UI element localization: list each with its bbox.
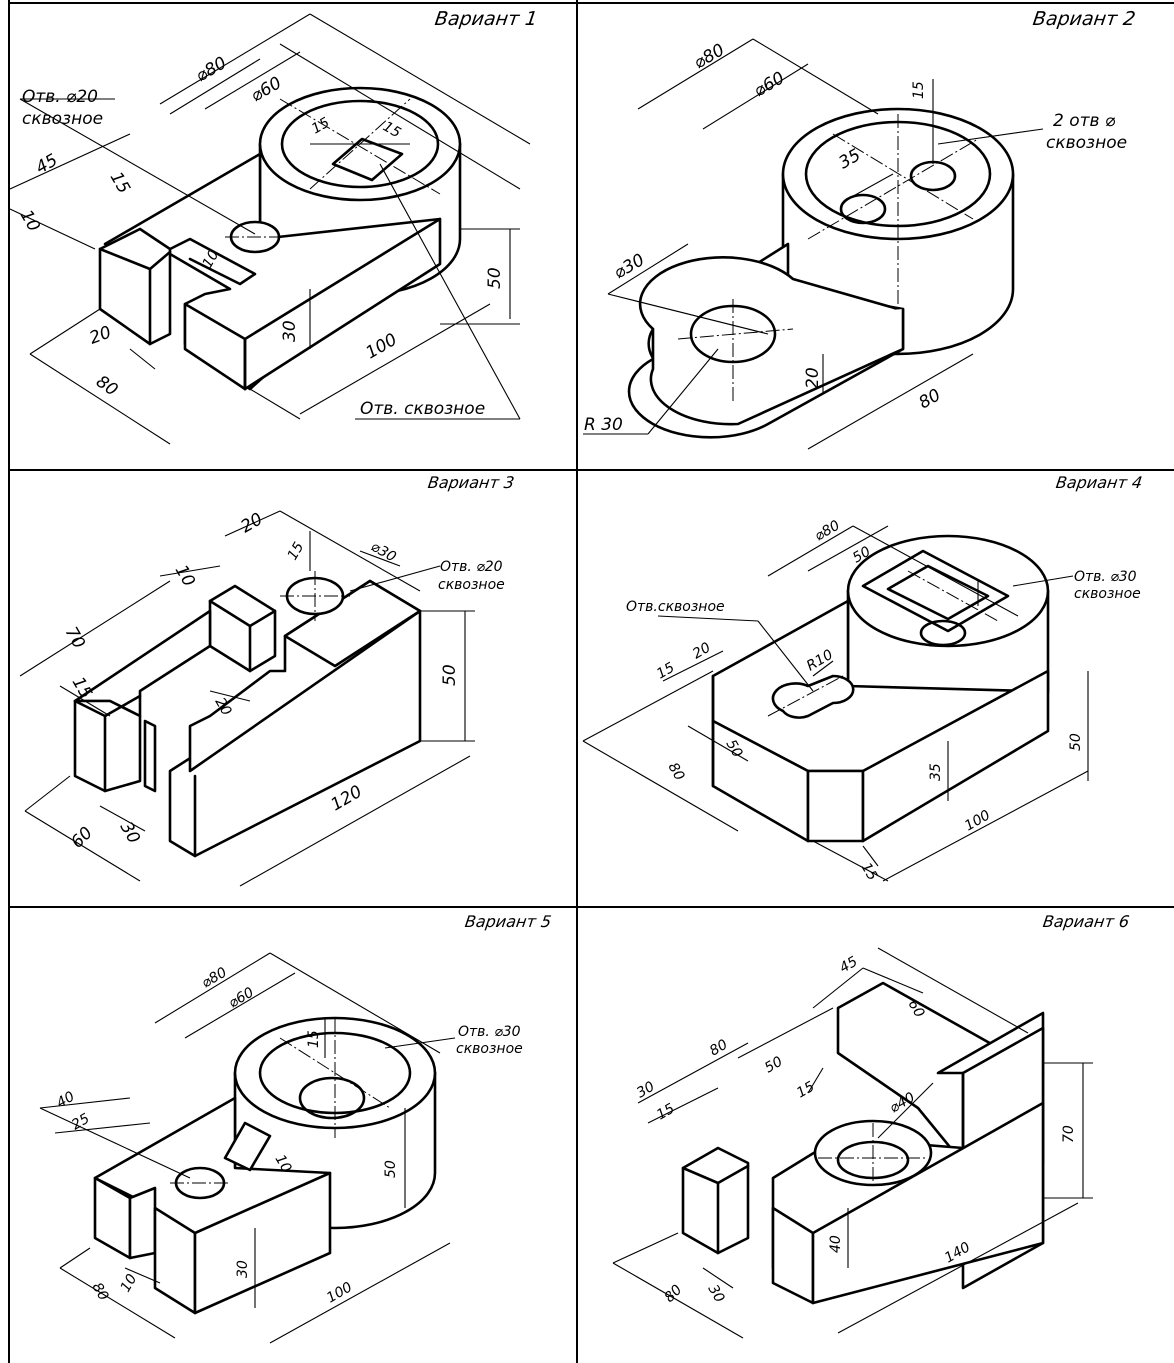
- v4-dim-80: 80: [665, 760, 688, 784]
- v1-dim-phi60: ⌀60: [248, 73, 286, 106]
- v6-dim-15-mid: 15: [794, 1079, 818, 1102]
- v3-dim-20: 20: [238, 509, 267, 537]
- v4-dim-35: 35: [928, 763, 944, 781]
- variant-1-drawing: ⌀80 ⌀60 45 15 10 20 80 30 100 50 10 15 1…: [10, 13, 531, 445]
- v4-note-slot: Отв.сквозное: [626, 599, 725, 615]
- v4-note-through: сквозное: [1074, 586, 1141, 602]
- variant-3-cell: Вариант 3: [10, 471, 576, 906]
- v1-dim-100: 100: [363, 330, 401, 364]
- v1-dim-15: 15: [106, 169, 134, 198]
- v3-dim-10: 10: [171, 562, 199, 591]
- v1-note-through-hole: Отв. сквозное: [360, 399, 485, 419]
- v6-dim-15-left: 15: [654, 1101, 678, 1124]
- v2-dim-phi30: ⌀30: [611, 250, 649, 283]
- frame-row2: [8, 906, 1174, 908]
- v6-dim-50: 50: [762, 1054, 786, 1077]
- variant-2-drawing: ⌀80 ⌀60 35 15 ⌀30 R 30 20 80 2 отв ⌀ скв…: [583, 38, 1127, 450]
- v1-dim-15-sq-b: 15: [380, 119, 404, 142]
- v1-note-hole: Отв. ⌀20: [22, 87, 98, 107]
- v3-note-hole: Отв. ⌀20: [440, 559, 503, 575]
- v5-dim-phi60: ⌀60: [226, 984, 257, 1011]
- v3-dim-15-top: 15: [285, 539, 308, 563]
- v2-dim-15: 15: [911, 81, 927, 99]
- v5-note-hole: Отв. ⌀30: [458, 1024, 521, 1040]
- v5-dim-80: 80: [89, 1280, 112, 1304]
- variant-1-cell: Вариант 1: [10, 4, 576, 469]
- v4-dim-phi80: ⌀80: [812, 517, 843, 544]
- v2-note-through: сквозное: [1046, 133, 1127, 153]
- v5-dim-30: 30: [235, 1260, 251, 1278]
- variant-2-cell: Вариант 2: [578, 4, 1174, 469]
- v2-dim-phi80: ⌀80: [691, 40, 729, 73]
- v4-dim-15-bottom: 15: [858, 860, 881, 884]
- variant-6-drawing: 45 60 30 80 50 15 15 ⌀40 70 40 140 30 80: [612, 947, 1093, 1339]
- v6-dim-30-bottom: 30: [705, 1282, 728, 1306]
- v5-dim-40: 40: [54, 1089, 78, 1112]
- v1-dim-45: 45: [33, 150, 62, 178]
- variant-5-cell: Вариант 5: [10, 908, 576, 1363]
- v5-dim-50: 50: [383, 1160, 399, 1178]
- v3-dim-60: 60: [67, 823, 96, 852]
- v1-note-through: сквозное: [22, 109, 103, 129]
- v6-dim-70: 70: [1061, 1125, 1077, 1143]
- v1-dim-15-sq-a: 15: [309, 115, 333, 138]
- frame-left: [8, 0, 10, 1363]
- v4-dim-50: 50: [850, 544, 874, 567]
- frame-row1: [8, 469, 1174, 471]
- v4-dim-15: 15: [654, 660, 678, 683]
- v1-dim-10: 10: [16, 207, 44, 236]
- v1-dim-10-slot: 10: [200, 247, 223, 271]
- v5-dim-15: 15: [306, 1030, 322, 1048]
- v1-dim-50: 50: [485, 267, 505, 289]
- variant-6-cell: Вариант 6: [578, 908, 1174, 1363]
- v6-dim-80: 80: [707, 1037, 731, 1060]
- variant-4-drawing: ⌀80 50 15 20 R10 50 80 35 50 100 15 Отв.…: [582, 517, 1141, 884]
- v2-note-holes: 2 отв ⌀: [1053, 111, 1116, 131]
- v3-dim-30: 30: [116, 819, 144, 848]
- v4-dim-20: 20: [690, 640, 714, 663]
- v2-dim-r30: R 30: [584, 415, 623, 435]
- v4-note-hole: Отв. ⌀30: [1074, 569, 1137, 585]
- v5-note-through: сквозное: [456, 1041, 523, 1057]
- v1-dim-30: 30: [280, 320, 300, 342]
- variant-3-drawing: 20 10 ⌀30 15 70 15 20 50 120 30 60 Отв. …: [19, 509, 505, 887]
- v2-dim-80: 80: [916, 385, 945, 413]
- v5-dim-25: 25: [69, 1111, 93, 1134]
- v3-note-through: сквозное: [438, 577, 505, 593]
- v1-dim-20: 20: [87, 323, 114, 349]
- v2-dim-20: 20: [803, 367, 823, 389]
- v3-dim-50: 50: [440, 664, 460, 686]
- v6-dim-45: 45: [837, 954, 861, 977]
- frame-middle: [576, 0, 578, 1363]
- v3-dim-phi30: ⌀30: [368, 539, 399, 566]
- variant-4-cell: Вариант 4: [578, 471, 1174, 906]
- v6-dim-40: 40: [828, 1235, 844, 1253]
- frame-top: [8, 2, 1174, 4]
- v5-dim-100: 100: [324, 1279, 355, 1306]
- v5-dim-10-bottom: 10: [118, 1271, 141, 1295]
- v6-dim-60: 60: [905, 997, 928, 1021]
- v3-dim-20-mid: 20: [212, 695, 235, 719]
- v6-dim-30: 30: [634, 1079, 658, 1102]
- v5-dim-10: 10: [272, 1152, 295, 1176]
- v4-dim-50-h: 50: [1068, 733, 1084, 751]
- variant-5-drawing: ⌀80 ⌀60 15 40 25 10 50 30 100 80 10 Отв.…: [39, 952, 523, 1344]
- v4-dim-50-slot: 50: [723, 737, 746, 761]
